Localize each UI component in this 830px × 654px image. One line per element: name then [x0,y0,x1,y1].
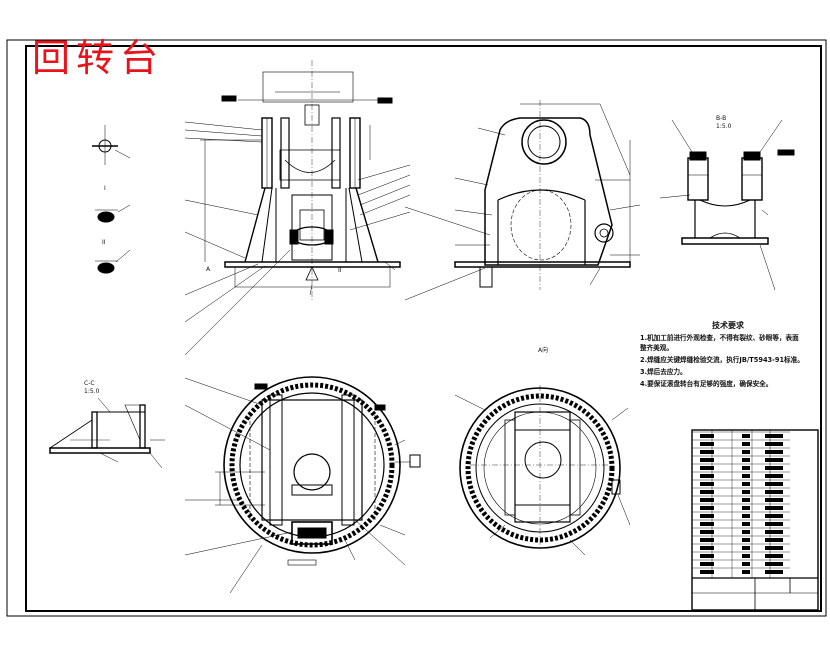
title-block-cell-mark [765,562,783,566]
label-view-a: A向 [538,346,548,354]
title-block-cell-mark [765,514,783,518]
title-block-cell-mark [765,450,783,454]
tech-requirements-title: 技术要求 [712,321,744,330]
section-c-c [48,397,165,469]
outer-frame [6,39,827,617]
title-block-cell-mark [742,442,750,446]
title-block-cell-mark [700,514,714,518]
title-block-cell-mark [765,570,783,574]
title-block-cell-mark [765,474,783,478]
title-block-cell-marks [700,434,783,574]
title-block-cell-mark [700,434,714,438]
front-view [184,60,411,356]
tech-requirement-item: 4.要保证滚盘转台有足够的强度，确保安全。 [640,380,773,388]
title-block-cell-mark [765,466,783,470]
title-block-cell-mark [742,498,750,502]
title-block-cell-mark [742,474,750,478]
title-block-rows [692,430,790,578]
label-detail-i-symbol: I [104,185,106,192]
title-block-cell-mark [700,530,714,534]
title-block-cell-mark [700,490,714,494]
section-b-b [659,119,795,291]
title-block-cell-mark [742,514,750,518]
drawing-title: 回转台 [32,36,165,80]
bottom-view [454,385,631,556]
title-block-cell-mark [700,506,714,510]
detail-symbols [92,125,131,274]
title-block-cell-mark [742,482,750,486]
title-block-cell-mark [765,530,783,534]
title-block-cell-mark [742,450,750,454]
title-block-cell-mark [700,554,714,558]
title-block-cell-mark [742,506,750,510]
side-view [404,100,641,301]
title-block-cell-mark [742,554,750,558]
label-a-marker: A [206,266,211,273]
title-block-cell-mark [742,530,750,534]
tech-requirement-item: 1.机加工前进行外观检查，不得有裂纹、砂眼等，表面 [640,334,799,342]
title-block-cell-mark [765,554,783,558]
title-block-cell-mark [765,506,783,510]
title-block-cell-mark [742,466,750,470]
title-block-cell-mark [700,546,714,550]
title-block-cell-mark [742,562,750,566]
title-block-cell-mark [700,482,714,486]
title-block-cell-mark [700,474,714,478]
top-view [184,376,421,594]
inner-frame [25,45,822,612]
title-block-cell-mark [742,522,750,526]
title-block-cell-mark [765,490,783,494]
tech-requirement-item: 整齐美观。 [640,344,673,352]
title-block-cell-mark [765,546,783,550]
title-block-cell-mark [700,538,714,542]
title-block-cell-mark [700,450,714,454]
title-block-cell-mark [742,546,750,550]
tech-requirement-item: 3.焊后去应力。 [640,368,687,376]
title-block-cell-mark [700,562,714,566]
label-b-b-scale: 1:5.0 [716,123,732,130]
label-detail-i: II [338,267,342,274]
title-block-cell-mark [765,482,783,486]
title-block-cell-mark [765,442,783,446]
title-block-cell-mark [742,434,750,438]
title-block-cell-mark [700,442,714,446]
title-block-cell-mark [700,570,714,574]
label-c-c: C-C [84,380,95,387]
title-block-cell-mark [742,490,750,494]
title-block-cell-mark [742,538,750,542]
title-block-cell-mark [765,498,783,502]
label-detail-ii-symbol: II [102,239,106,246]
title-block-cell-mark [742,570,750,574]
tech-requirement-item: 2.焊缝应关键焊缝检验交流，执行JB/T5943-91标准。 [640,356,804,364]
label-c-c-scale: 1:5.0 [84,388,100,395]
title-block-cell-mark [700,498,714,502]
title-block-cell-mark [742,458,750,462]
title-block-cell-mark [700,522,714,526]
label-b-b: B-B [716,115,726,122]
title-block-cell-mark [765,458,783,462]
title-block-cell-mark [700,466,714,470]
title-block-cell-mark [765,538,783,542]
title-block-cell-mark [765,434,783,438]
title-block-cell-mark [765,522,783,526]
title-block-cell-mark [700,458,714,462]
